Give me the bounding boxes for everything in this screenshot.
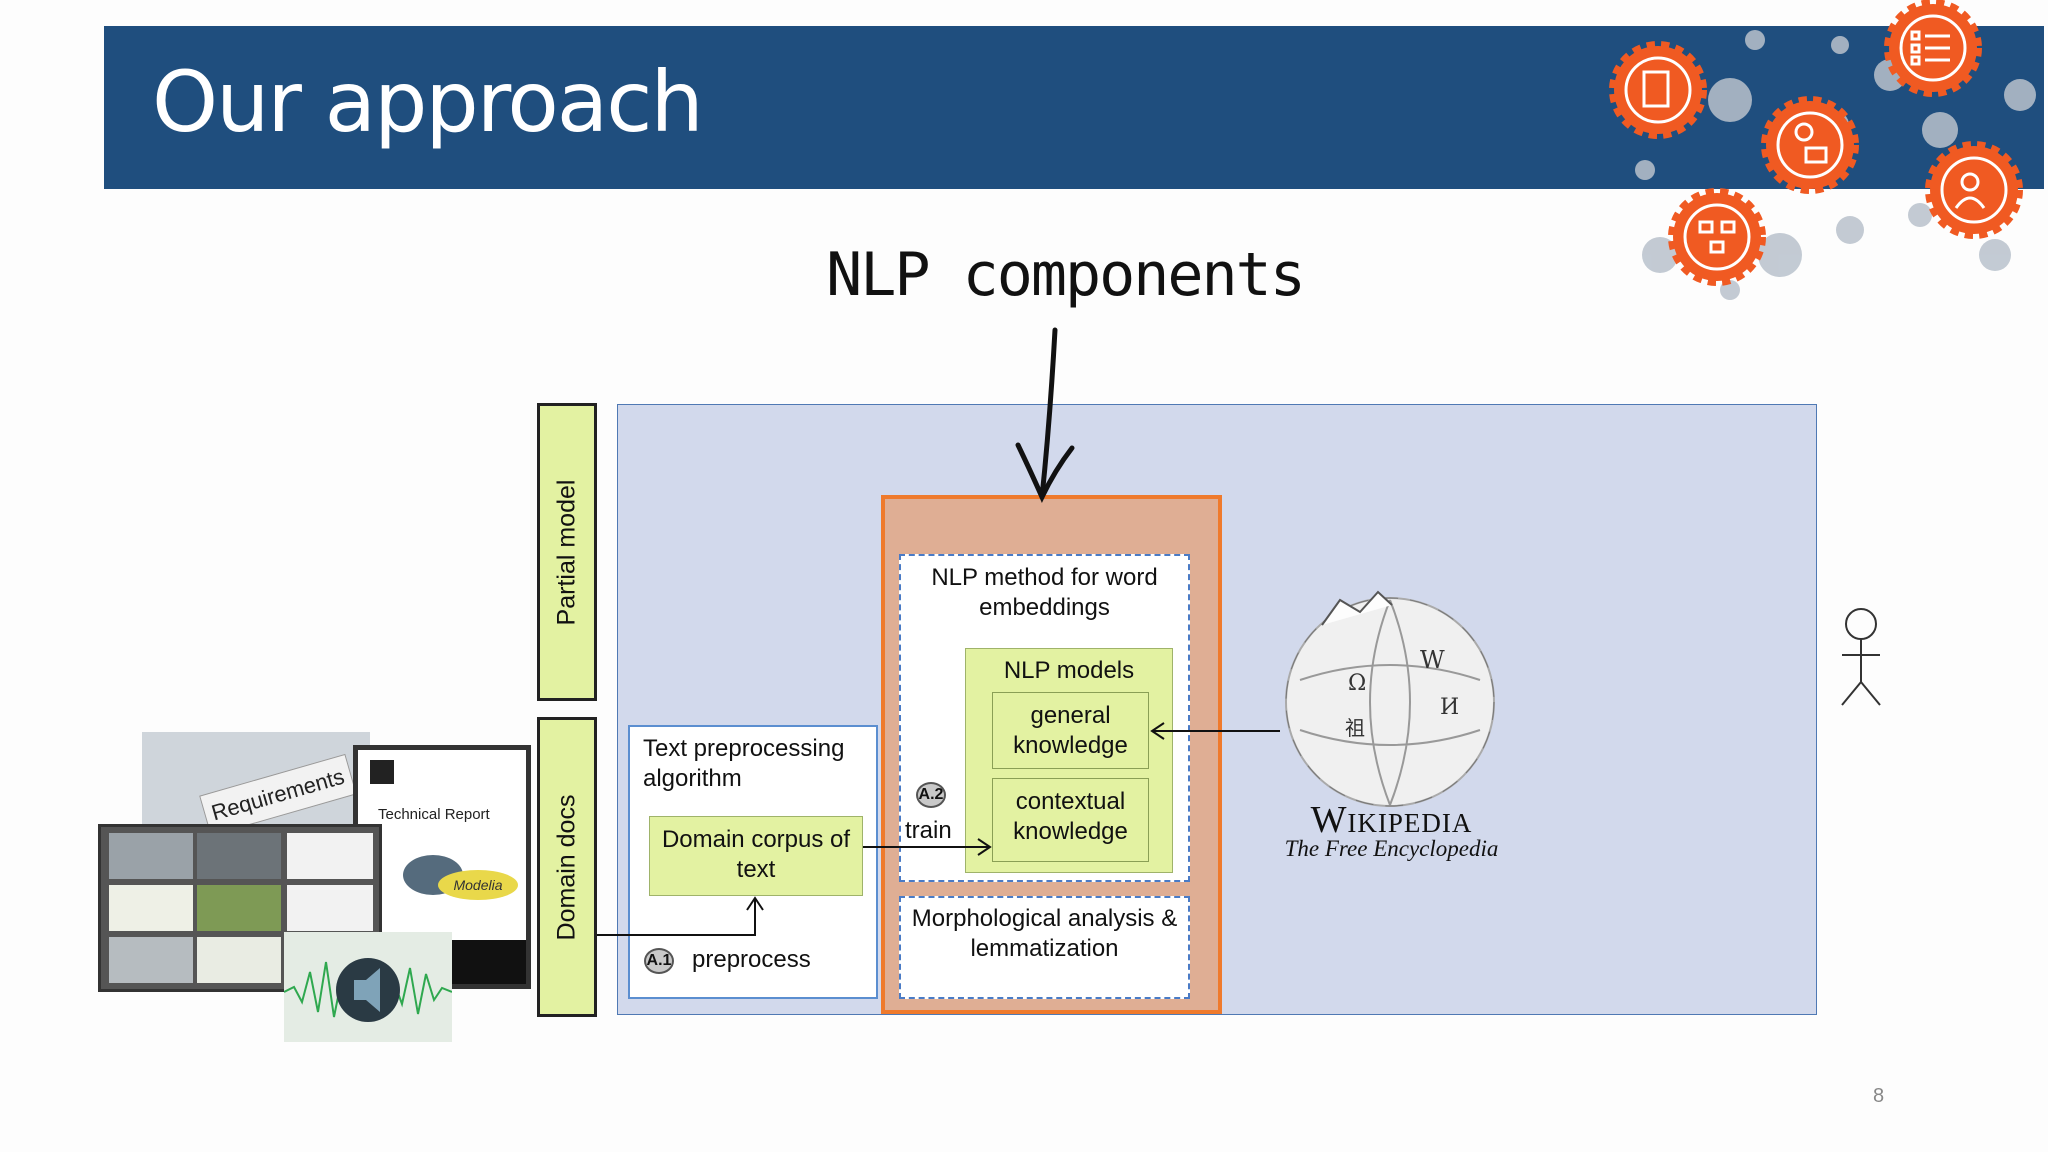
gear-icon bbox=[1836, 216, 1864, 244]
preprocess-arrow bbox=[597, 898, 756, 936]
nlp-models-title: NLP models bbox=[1003, 657, 1135, 684]
svg-text:祖: 祖 bbox=[1345, 716, 1365, 740]
contextual-knowledge-box: contextual knowledge bbox=[992, 778, 1149, 862]
logo-icon bbox=[370, 760, 394, 784]
svg-text:W: W bbox=[1420, 646, 1445, 674]
gear-decoration bbox=[1609, 0, 2036, 300]
gear-icon bbox=[1745, 30, 1765, 50]
nlp-method-title: NLP method for word embeddings bbox=[931, 564, 1158, 621]
slides-thumbnail-grid bbox=[98, 824, 382, 992]
stick-figure-icon bbox=[1841, 608, 1881, 706]
svg-text:Ω: Ω bbox=[1348, 671, 1366, 696]
general-knowledge-box: general knowledge bbox=[992, 692, 1149, 769]
slide-title: Our approach bbox=[152, 53, 704, 151]
partial-model-label: Partial model bbox=[537, 403, 597, 701]
domain-corpus-box: Domain corpus of text bbox=[649, 816, 863, 896]
gear-icon bbox=[1979, 239, 2011, 271]
modelia-logo: Modelia bbox=[438, 870, 518, 900]
audio-wave-image bbox=[283, 932, 453, 1042]
step-badge-a2: A.2 bbox=[916, 782, 946, 808]
gear-icon bbox=[1635, 160, 1655, 180]
wikipedia-tagline: The Free Encyclopedia bbox=[1284, 836, 1499, 861]
hand-drawn-arrow bbox=[1039, 327, 1058, 500]
gear-icon bbox=[1708, 78, 1752, 122]
preprocessing-title: Text preprocessing algorithm bbox=[643, 735, 845, 792]
gear-icon bbox=[1922, 112, 1958, 148]
gear-icon bbox=[1831, 36, 1849, 54]
nlp-components-heading: NLP components bbox=[826, 240, 1306, 310]
step-badge-a1: A.1 bbox=[644, 948, 674, 974]
gear-icon bbox=[1908, 203, 1932, 227]
speaker-icon bbox=[354, 968, 380, 1012]
domain-docs-label: Domain docs bbox=[537, 717, 597, 1017]
gear-icon bbox=[1758, 233, 1802, 277]
morphological-analysis-box: Morphological analysis & lemmatization bbox=[899, 896, 1190, 999]
train-label: train bbox=[905, 817, 952, 844]
wikipedia-globe-icon: Ω W И 祖 bbox=[1285, 590, 1495, 807]
preprocess-label: preprocess bbox=[692, 946, 811, 973]
technical-report-title: Technical Report bbox=[378, 806, 490, 823]
gear-icon bbox=[2004, 79, 2036, 111]
wikipedia-wordmark: Wikipedia bbox=[1310, 799, 1473, 841]
page-number: 8 bbox=[1873, 1085, 1885, 1107]
document-collage: Requirements Technical Report Modelia bbox=[98, 730, 534, 1044]
svg-text:И: И bbox=[1440, 695, 1459, 720]
